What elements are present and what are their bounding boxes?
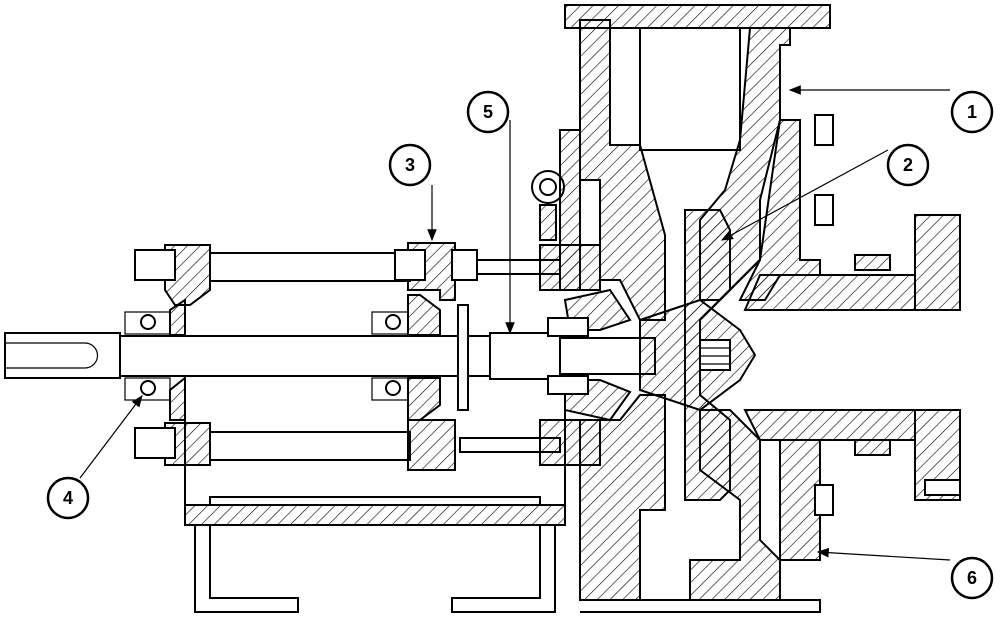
callout-5-label: 5 (483, 102, 493, 122)
inboard-bearing-housing (371, 242, 478, 471)
callout-2-label: 2 (903, 155, 913, 175)
callout-6: 6 (950, 556, 994, 600)
callout-5: 5 (466, 90, 510, 134)
callout-4-label: 4 (63, 488, 73, 508)
bearing-frame (184, 300, 566, 613)
callout-1: 1 (950, 90, 994, 134)
callout-1-label: 1 (967, 102, 977, 122)
callout-leaders (79, 85, 951, 561)
tie-rods (209, 252, 561, 461)
shaft (4, 332, 656, 380)
callout-6-label: 6 (967, 568, 977, 588)
outboard-bearing-housing (124, 244, 211, 466)
callout-3: 3 (388, 143, 432, 187)
callout-2: 2 (886, 143, 930, 187)
callout-3-label: 3 (405, 155, 415, 175)
callout-4: 4 (46, 476, 90, 520)
lifting-eye (531, 170, 565, 241)
casing-back-cover (559, 19, 666, 601)
impeller (639, 209, 757, 501)
